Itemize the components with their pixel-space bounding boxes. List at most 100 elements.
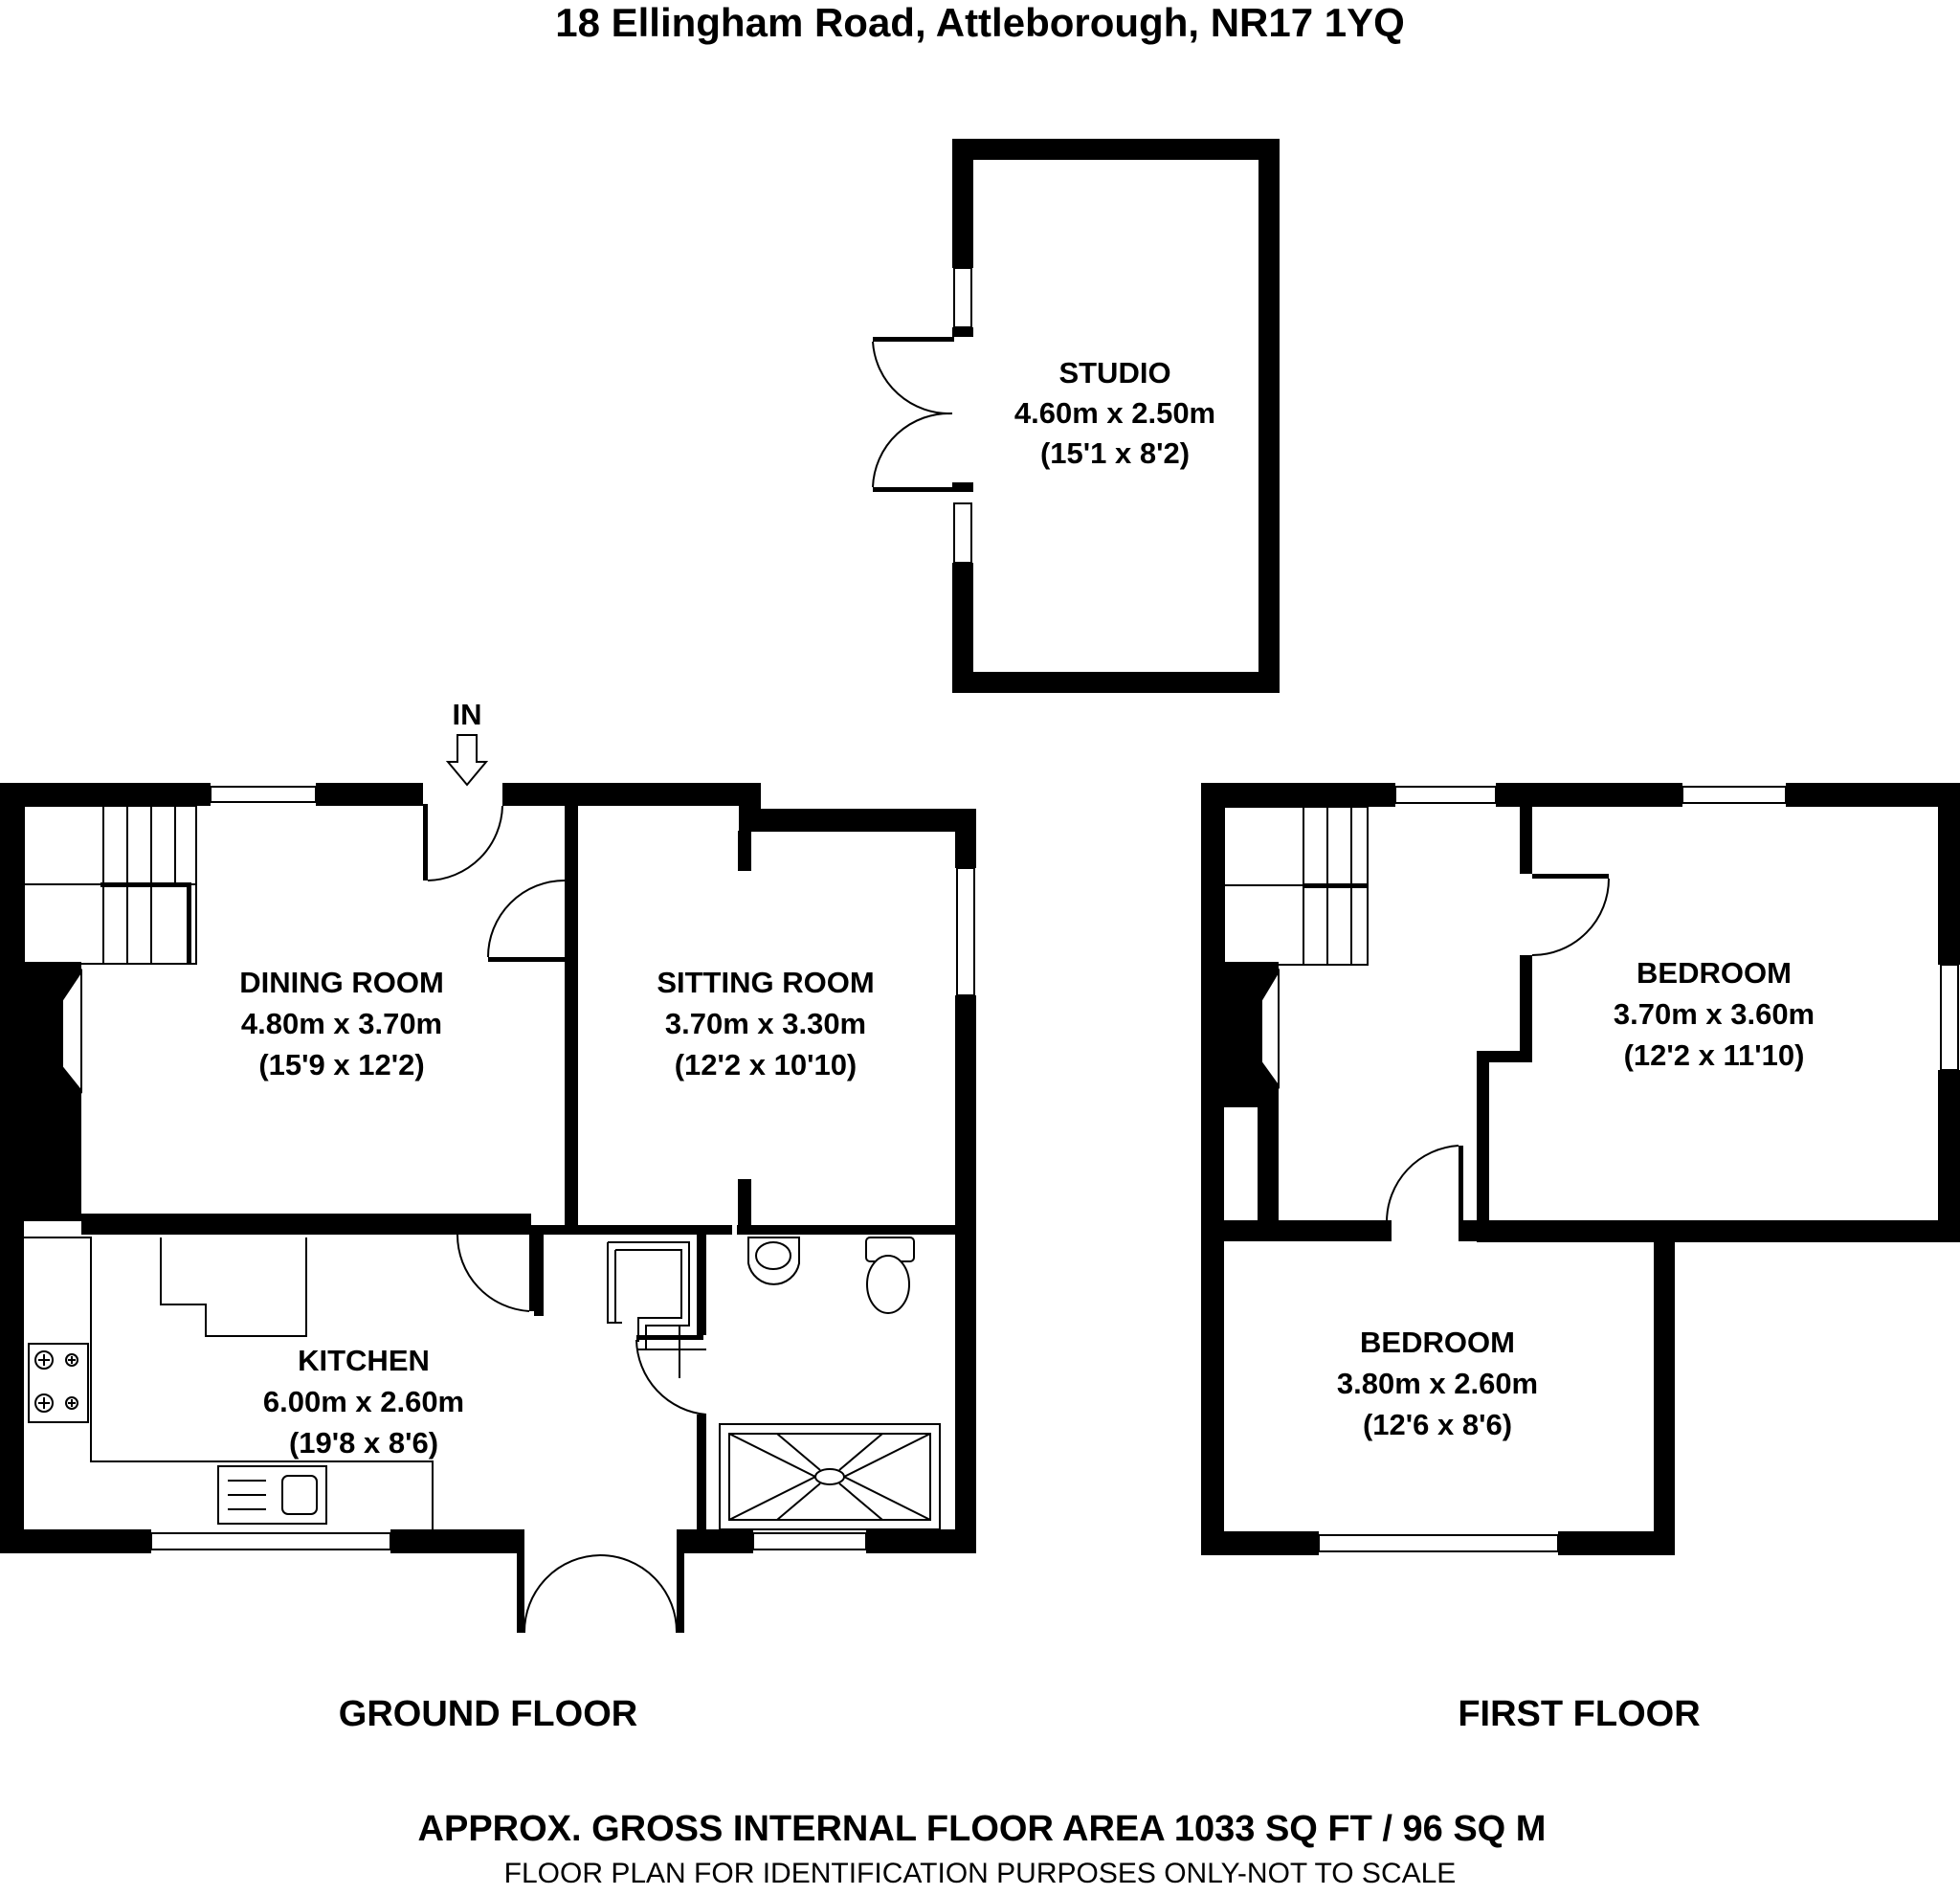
toilet	[866, 1255, 910, 1314]
kitchen-size-metric: 6.00m x 2.60m	[263, 1385, 464, 1418]
wall	[1532, 874, 1609, 879]
studio-window-upper	[953, 267, 972, 328]
kitchen-size-imperial: (19'8 x 8'6)	[289, 1426, 438, 1460]
shower	[728, 1433, 931, 1521]
wall	[488, 957, 565, 962]
studio-door-leaf	[873, 337, 954, 342]
wall	[100, 882, 191, 887]
wall	[502, 783, 761, 806]
wall	[565, 957, 578, 962]
bedroom-1-size-metric: 3.70m x 3.60m	[1614, 997, 1815, 1031]
sink	[281, 1475, 318, 1515]
hob	[34, 1393, 54, 1413]
wall	[697, 1235, 706, 1335]
sink	[228, 1480, 266, 1510]
shower	[728, 1433, 931, 1521]
sitting-room-size-metric: 3.70m x 3.30m	[665, 1007, 866, 1040]
first-floor-label: FIRST FLOOR	[1458, 1694, 1700, 1734]
wall	[187, 882, 191, 964]
first-floor-plan: BEDROOM 3.70m x 3.60m (12'2 x 11'10) BED…	[1201, 783, 1960, 1734]
studio-plan: STUDIO 4.60m x 2.50m (15'1 x 8'2)	[872, 139, 1280, 693]
wall	[738, 831, 751, 871]
fireplace	[1260, 968, 1280, 1090]
wall	[737, 1225, 974, 1235]
wall	[1520, 955, 1532, 1060]
bedroom-1-label: BEDROOM	[1637, 956, 1792, 990]
studio-wall-stub	[952, 482, 973, 492]
wall	[1258, 1101, 1279, 1225]
fireplace	[61, 968, 82, 1094]
property-address: 18 Ellingham Road, Attleborough, NR17 1Y…	[555, 0, 1405, 45]
wall	[0, 1214, 24, 1553]
bedroom-2-size-metric: 3.80m x 2.60m	[1337, 1367, 1538, 1400]
window	[150, 1532, 391, 1550]
studio-wall-bottom	[952, 672, 1280, 693]
bedroom-1-size-imperial: (12'2 x 11'10)	[1624, 1038, 1805, 1072]
wall	[0, 1529, 151, 1553]
floor-area-note: APPROX. GROSS INTERNAL FLOOR AREA 1033 S…	[418, 1809, 1547, 1849]
entrance-label: IN	[453, 698, 482, 731]
wall	[636, 1335, 703, 1340]
wall	[697, 1415, 706, 1534]
studio-door-swing	[872, 412, 953, 488]
wall	[423, 804, 428, 881]
wall	[1520, 807, 1532, 874]
door-swing	[523, 1554, 601, 1634]
wall	[677, 1529, 753, 1553]
wall	[316, 783, 423, 806]
dining-room-size-metric: 4.80m x 3.70m	[241, 1007, 442, 1040]
dining-room-size-imperial: (15'9 x 12'2)	[258, 1048, 424, 1081]
dining-room-label: DINING ROOM	[239, 966, 444, 999]
cupboard	[614, 1249, 682, 1342]
basin-icon	[747, 1237, 800, 1285]
wall	[1558, 1531, 1675, 1555]
studio-window-lower	[953, 502, 972, 564]
hob	[34, 1350, 54, 1370]
door-swing	[599, 1554, 679, 1634]
wall	[534, 1235, 544, 1316]
studio-door-leaf	[873, 487, 954, 492]
wall	[0, 783, 211, 806]
wall	[1938, 1070, 1960, 1242]
wall	[1201, 783, 1395, 807]
fridge-unit	[160, 1237, 307, 1337]
window	[1394, 786, 1497, 804]
studio-label: STUDIO	[1058, 356, 1170, 390]
bedroom-2-label: BEDROOM	[1360, 1326, 1515, 1359]
hob	[65, 1396, 78, 1410]
bedroom-2-size-imperial: (12'6 x 8'6)	[1363, 1408, 1512, 1441]
hob	[38, 1354, 76, 1409]
wall	[1224, 1220, 1392, 1241]
studio-wall-left-lower	[952, 563, 973, 693]
wall	[531, 1225, 732, 1235]
window	[1940, 964, 1959, 1071]
wall	[955, 809, 976, 868]
wall	[1303, 883, 1368, 888]
wall	[955, 995, 976, 1550]
studio-wall-top	[952, 139, 1280, 160]
entrance-arrow-icon	[445, 734, 489, 787]
wall	[1477, 1051, 1489, 1228]
wall	[866, 1529, 976, 1553]
ground-floor-plan: IN	[0, 698, 976, 1734]
wall	[1201, 783, 1224, 1555]
wall	[1654, 1220, 1675, 1555]
wall	[565, 806, 578, 1235]
wall	[0, 783, 24, 1214]
wall	[1477, 1051, 1532, 1062]
wall	[1496, 783, 1682, 807]
door-swing	[456, 1234, 530, 1312]
studio-door-swing	[872, 341, 953, 415]
wall	[738, 1179, 751, 1235]
studio-wall-left-upper	[952, 139, 973, 268]
wall	[517, 1529, 524, 1633]
wall	[739, 809, 976, 832]
door-swing	[487, 880, 566, 958]
wall	[529, 1235, 534, 1311]
wall	[1786, 783, 1960, 807]
cupboard	[636, 1326, 706, 1378]
door-swing	[427, 805, 503, 881]
studio-size-metric: 4.60m x 2.50m	[1014, 396, 1215, 430]
studio-wall-stub	[952, 327, 973, 337]
